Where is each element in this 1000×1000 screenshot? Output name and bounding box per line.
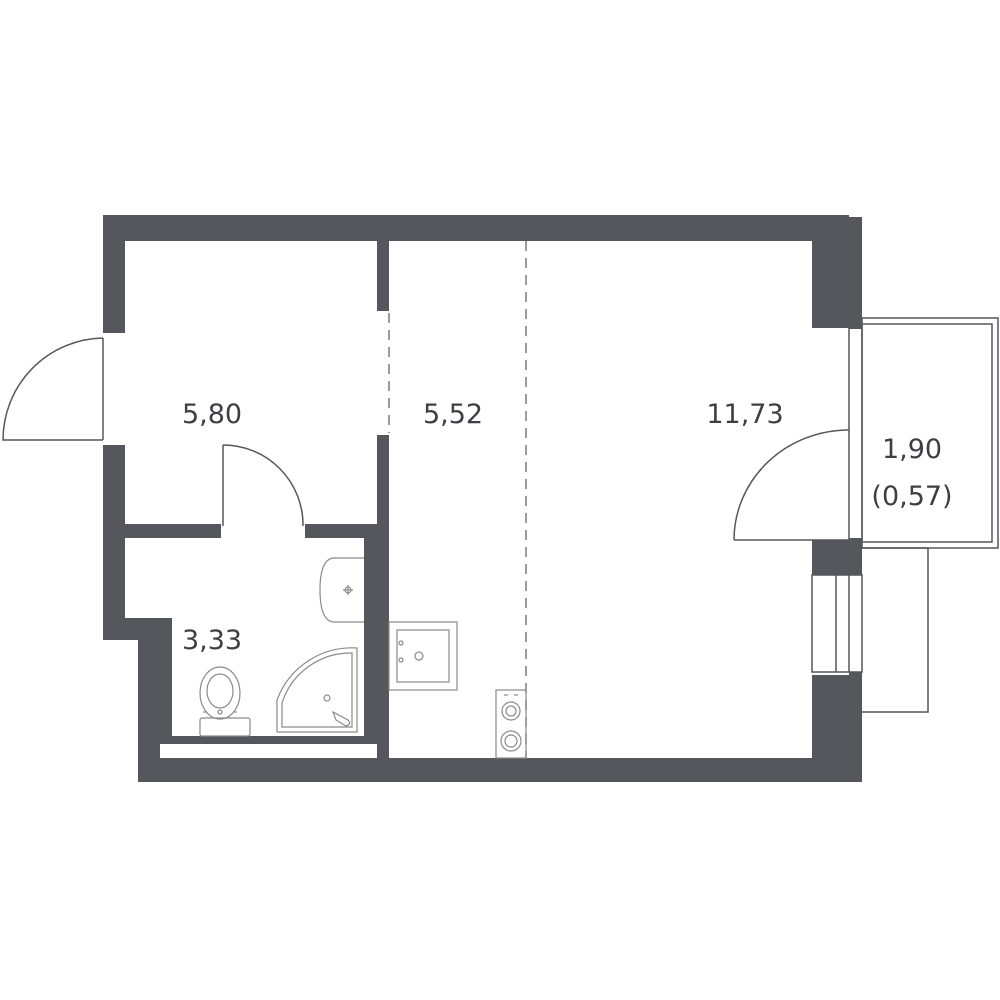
wall-right-pier-top bbox=[849, 217, 862, 329]
living-area-label: 11,73 bbox=[706, 399, 783, 430]
wall-bath-bottom bbox=[160, 736, 389, 744]
wall-right-middle bbox=[812, 540, 849, 575]
wall-bath-top-left bbox=[125, 524, 221, 538]
wall-right-lower bbox=[812, 675, 849, 782]
wall-right-pier-bottom bbox=[849, 672, 862, 782]
balcony-glazing-lower bbox=[862, 547, 929, 713]
sink-icon bbox=[319, 557, 364, 623]
wall-bottom bbox=[138, 758, 837, 782]
zone-dividers bbox=[388, 241, 527, 758]
kitchen-sink-icon bbox=[388, 621, 458, 691]
balcony-outline-inner bbox=[861, 323, 993, 543]
balcony bbox=[861, 317, 999, 713]
wall-top bbox=[103, 215, 837, 241]
bathroom-door-swing bbox=[222, 444, 304, 527]
wall-left-upper bbox=[103, 215, 125, 333]
doors bbox=[2, 328, 850, 541]
wall-partition-lower bbox=[377, 435, 389, 535]
window bbox=[811, 574, 863, 673]
balcony-outline-outer bbox=[861, 317, 999, 549]
entrance-door-swing bbox=[2, 337, 104, 441]
balcony-reduced-area-label: (0,57) bbox=[871, 481, 952, 512]
bath-duct bbox=[160, 744, 377, 758]
room-labels: 5,80 5,52 11,73 3,33 1,90 (0,57) bbox=[182, 399, 953, 656]
stove-icon bbox=[495, 689, 527, 759]
toilet-icon bbox=[199, 666, 251, 737]
hall-area-label: 5,80 bbox=[182, 399, 242, 430]
window-frame bbox=[811, 574, 863, 673]
fixtures bbox=[199, 557, 527, 759]
bathroom-area-label: 3,33 bbox=[182, 625, 242, 656]
balcony-door-swing bbox=[733, 429, 850, 541]
wall-left-lower bbox=[103, 445, 125, 640]
wall-right-pier-mid bbox=[849, 538, 862, 578]
wall-bath-right bbox=[364, 524, 389, 758]
wall-right-upper bbox=[812, 215, 849, 328]
kitchen-area-label: 5,52 bbox=[423, 399, 483, 430]
shower-icon bbox=[276, 647, 358, 733]
balcony-area-label: 1,90 bbox=[882, 434, 942, 465]
wall-partition-upper bbox=[377, 241, 389, 311]
walls bbox=[103, 215, 862, 782]
